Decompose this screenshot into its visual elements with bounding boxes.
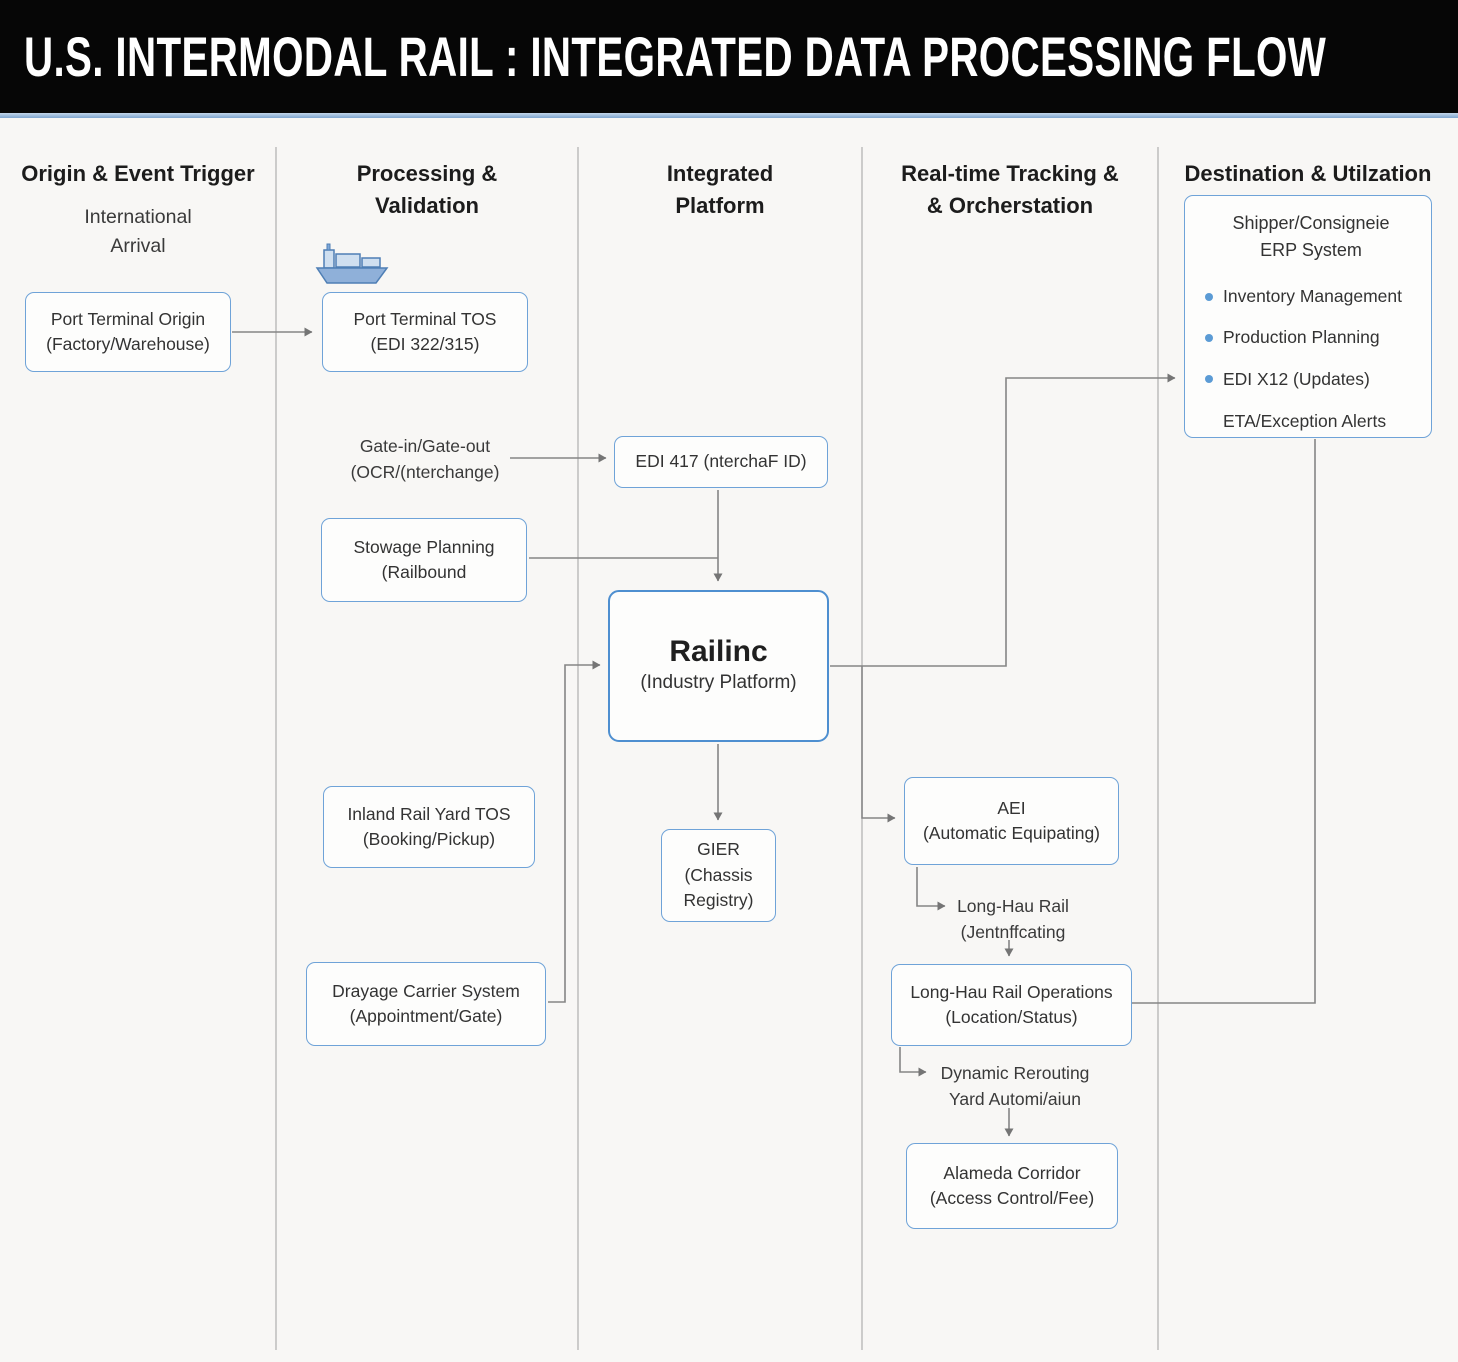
node-port-terminal-tos: Port Terminal TOS (EDI 322/315) [322, 292, 528, 372]
node-shipper-erp: Shipper/Consigneie ERP System Inventory … [1184, 195, 1432, 438]
node-edi-417: EDI 417 (nterchaF ID) [614, 436, 828, 488]
column-header-tracking: Real-time Tracking & & Orcherstation [901, 161, 1119, 218]
node-stowage-planning: Stowage Planning (Railbound [321, 518, 527, 602]
railinc-title: Railinc [669, 634, 768, 668]
header-bar: U.S. INTERMODAL RAIL : INTEGRATED DATA P… [0, 0, 1458, 113]
node-aei: AEI (Automatic Equipating) [904, 777, 1119, 865]
node-alameda-corridor: Alameda Corridor (Access Control/Fee) [906, 1143, 1118, 1229]
international-arrival-label: International Arrival [84, 206, 192, 258]
node-long-hau-rail-operations: Long-Hau Rail Operations (Location/Statu… [891, 964, 1132, 1046]
column-header-origin: Origin & Event Trigger [21, 161, 255, 186]
erp-footer-label: ETA/Exception Alerts [1223, 411, 1387, 432]
title-underline [0, 113, 1458, 118]
column-header-destination: Destination & Utilzation [1184, 161, 1432, 186]
bullet-dot-icon [1205, 334, 1213, 343]
bullet-dot-icon [1205, 292, 1213, 301]
erp-bullet-row: Inventory Management [1201, 284, 1421, 309]
arrow-railinc-to-erp [830, 373, 1176, 667]
column-header-platform: Integrated Platform [666, 161, 774, 218]
line-ops-to-erp [1132, 439, 1316, 1004]
page-title: U.S. INTERMODAL RAIL : INTEGRATED DATA P… [24, 24, 1327, 88]
erp-bullet-label: Production Planning [1223, 327, 1380, 348]
node-drayage-carrier: Drayage Carrier System (Appointment/Gate… [306, 962, 546, 1046]
dynamic-rerouting-label: Dynamic Rerouting Yard Automi/aiun [940, 1063, 1090, 1110]
erp-bullet-label: Inventory Management [1223, 286, 1402, 306]
arrow-railinc-to-aei [861, 666, 896, 823]
arrow-aei-to-longhau-text [916, 867, 946, 911]
node-railinc: Railinc (Industry Platform) [608, 590, 829, 742]
erp-bullet-label: EDI X12 (Updates) [1223, 368, 1370, 389]
arrow-ops-to-dynamic-text [899, 1047, 927, 1077]
erp-bullet-row: Production Planning [1201, 325, 1421, 350]
gate-in-out-label: Gate-in/Gate-out (OCR/(nterchange) [350, 436, 500, 483]
node-port-terminal-origin: Port Terminal Origin (Factory/Warehouse) [25, 292, 231, 372]
erp-title: Shipper/Consigneie ERP System [1232, 213, 1390, 260]
cargo-ship-icon [315, 243, 389, 284]
railinc-subtitle: (Industry Platform) [640, 672, 797, 694]
column-header-processing: Processing & Validation [356, 161, 498, 218]
erp-bullet-row: EDI X12 (Updates) [1201, 367, 1421, 392]
bullet-dot-icon [1205, 375, 1213, 384]
arrow-drayage-to-railinc [548, 660, 601, 1003]
node-gier: GIER (Chassis Registry) [661, 829, 776, 922]
long-hau-rail-label: Long-Hau Rail (Jentnffcating [957, 896, 1069, 943]
node-inland-rail-yard-tos: Inland Rail Yard TOS (Booking/Pickup) [323, 786, 535, 868]
